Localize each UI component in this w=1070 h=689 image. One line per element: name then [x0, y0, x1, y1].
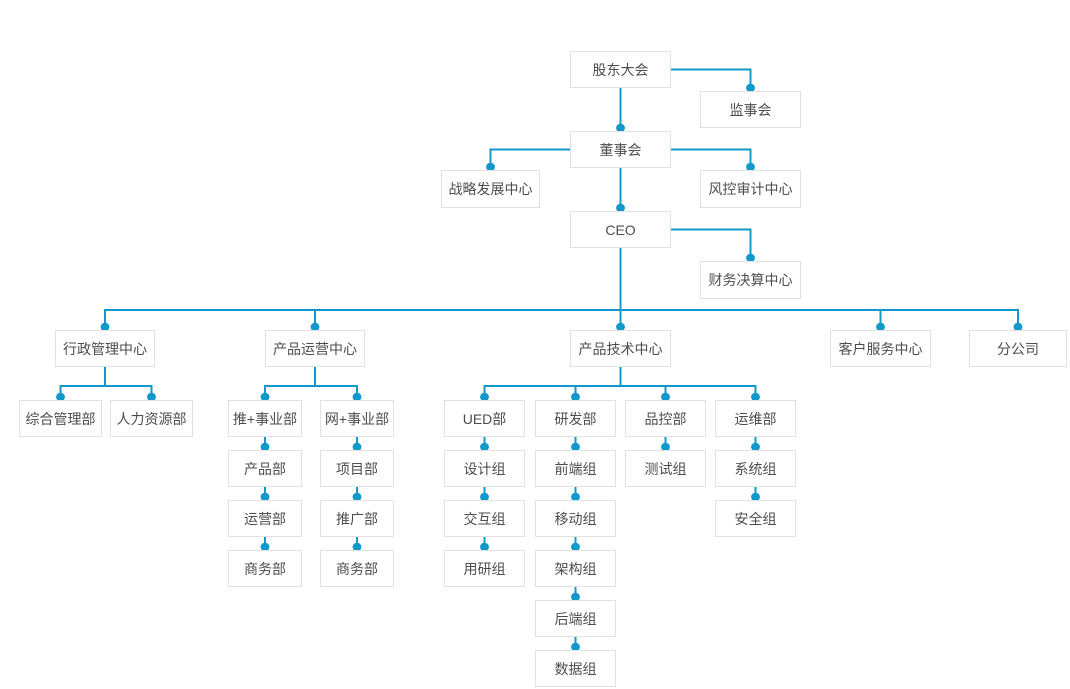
- org-node-zhanlue[interactable]: 战略发展中心: [441, 170, 540, 208]
- connector-dot: [746, 253, 755, 263]
- org-node-caiwu[interactable]: 财务决算中心: [700, 261, 801, 299]
- org-node-ued[interactable]: UED部: [444, 400, 525, 437]
- org-node-jiagou[interactable]: 架构组: [535, 550, 616, 587]
- org-node-qianduan[interactable]: 前端组: [535, 450, 616, 487]
- connector-dot: [571, 492, 580, 502]
- connector-dot: [352, 492, 362, 502]
- org-node-fengongsi[interactable]: 分公司: [969, 330, 1067, 367]
- connector-dot: [260, 442, 270, 452]
- org-node-renli[interactable]: 人力资源部: [110, 400, 193, 437]
- connector-dot: [751, 492, 760, 502]
- org-node-shangwu2[interactable]: 商务部: [320, 550, 394, 587]
- org-node-shangwu1[interactable]: 商务部: [228, 550, 302, 587]
- connector-dot: [486, 162, 495, 172]
- org-node-zonghe[interactable]: 综合管理部: [19, 400, 102, 437]
- org-node-yunying[interactable]: 产品运营中心: [265, 330, 365, 367]
- connector-dot: [751, 442, 760, 452]
- connector-dot: [260, 392, 270, 402]
- org-node-jiaohu[interactable]: 交互组: [444, 500, 525, 537]
- connector-dot: [571, 392, 580, 402]
- org-node-ceshi[interactable]: 测试组: [625, 450, 706, 487]
- org-node-dongshi[interactable]: 董事会: [570, 131, 671, 168]
- org-node-fengkong[interactable]: 风控审计中心: [700, 170, 801, 208]
- org-node-shuju[interactable]: 数据组: [535, 650, 616, 687]
- connector-dot: [571, 592, 580, 602]
- connector-dot: [56, 392, 65, 402]
- connector-dot: [100, 322, 110, 332]
- connector-dot: [571, 642, 580, 652]
- connector-dot: [352, 442, 362, 452]
- org-node-xitong[interactable]: 系统组: [715, 450, 796, 487]
- connector-dot: [616, 123, 625, 133]
- connector-dot: [480, 392, 489, 402]
- connector-dot: [352, 392, 362, 402]
- connector-dot: [147, 392, 156, 402]
- connector-dot: [260, 492, 270, 502]
- connector-dot: [1013, 322, 1023, 332]
- org-node-xingzheng[interactable]: 行政管理中心: [55, 330, 155, 367]
- connector-dot: [751, 392, 760, 402]
- connector-dot: [480, 442, 489, 452]
- org-node-kefu[interactable]: 客户服务中心: [830, 330, 931, 367]
- org-node-yongyan[interactable]: 用研组: [444, 550, 525, 587]
- connector-dot: [746, 83, 755, 93]
- org-node-yunying2[interactable]: 运营部: [228, 500, 302, 537]
- org-node-tui[interactable]: 推+事业部: [228, 400, 302, 437]
- org-node-chanpin[interactable]: 产品部: [228, 450, 302, 487]
- org-node-anquan[interactable]: 安全组: [715, 500, 796, 537]
- org-node-xiangmu[interactable]: 项目部: [320, 450, 394, 487]
- org-node-pinkong[interactable]: 品控部: [625, 400, 706, 437]
- connector-dot: [310, 322, 320, 332]
- connector-dot: [480, 492, 489, 502]
- connector-dot: [876, 322, 885, 332]
- connector-dot: [661, 442, 670, 452]
- org-node-yidong[interactable]: 移动组: [535, 500, 616, 537]
- org-node-ceo[interactable]: CEO: [570, 211, 671, 248]
- connector-dot: [480, 542, 489, 552]
- org-node-tuiguang[interactable]: 推广部: [320, 500, 394, 537]
- connector-dot: [661, 392, 670, 402]
- connector-dot: [746, 162, 755, 172]
- org-node-jishu[interactable]: 产品技术中心: [570, 330, 671, 367]
- connector-dot: [260, 542, 270, 552]
- org-node-gudong[interactable]: 股东大会: [570, 51, 671, 88]
- connector-dot: [352, 542, 362, 552]
- org-node-yanfa[interactable]: 研发部: [535, 400, 616, 437]
- org-node-sheji[interactable]: 设计组: [444, 450, 525, 487]
- connector-dot: [571, 442, 580, 452]
- connector-dot: [616, 322, 625, 332]
- org-node-houduan[interactable]: 后端组: [535, 600, 616, 637]
- connector-dot: [571, 542, 580, 552]
- connector-dot: [616, 203, 625, 213]
- org-node-wang[interactable]: 网+事业部: [320, 400, 394, 437]
- org-node-yunwei[interactable]: 运维部: [715, 400, 796, 437]
- org-node-jianshi[interactable]: 监事会: [700, 91, 801, 128]
